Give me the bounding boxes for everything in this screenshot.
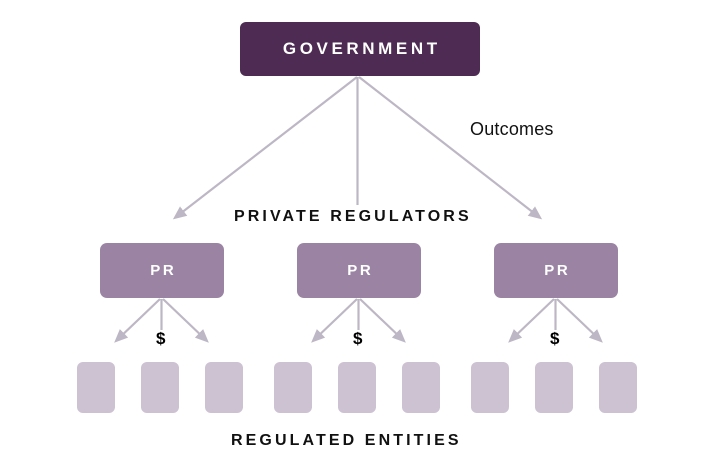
money-label-1: $ <box>153 330 169 347</box>
arrow-government-to-pr-1 <box>172 76 358 220</box>
regulated-entity-node-7[interactable] <box>471 362 509 413</box>
regulated-entities-tier-label: REGULATED ENTITIES <box>231 432 462 449</box>
regulated-entity-node-8[interactable] <box>535 362 573 413</box>
arrow-pr-3-to-entity-right <box>556 298 603 343</box>
outcomes-label: Outcomes <box>470 119 554 139</box>
government-node[interactable]: GOVERNMENT <box>240 22 480 76</box>
private-regulator-node-1[interactable]: PR <box>100 243 224 298</box>
arrow-pr-1-to-entity-right <box>162 298 209 343</box>
private-regulators-tier-label: PRIVATE REGULATORS <box>228 208 478 226</box>
regulated-entity-node-3[interactable] <box>205 362 243 413</box>
regulated-entity-node-4[interactable] <box>274 362 312 413</box>
money-label-3: $ <box>547 330 563 347</box>
arrow-pr-2-to-entity-right <box>359 298 406 343</box>
private-regulator-node-3[interactable]: PR <box>494 243 618 298</box>
private-regulator-node-2[interactable]: PR <box>297 243 421 298</box>
regulated-entity-node-9[interactable] <box>599 362 637 413</box>
regulated-entity-node-1[interactable] <box>77 362 115 413</box>
arrow-government-to-pr-3 <box>358 76 543 220</box>
money-label-2: $ <box>350 330 366 347</box>
regulated-entity-node-6[interactable] <box>402 362 440 413</box>
regulated-entity-node-2[interactable] <box>141 362 179 413</box>
regulated-entity-node-5[interactable] <box>338 362 376 413</box>
